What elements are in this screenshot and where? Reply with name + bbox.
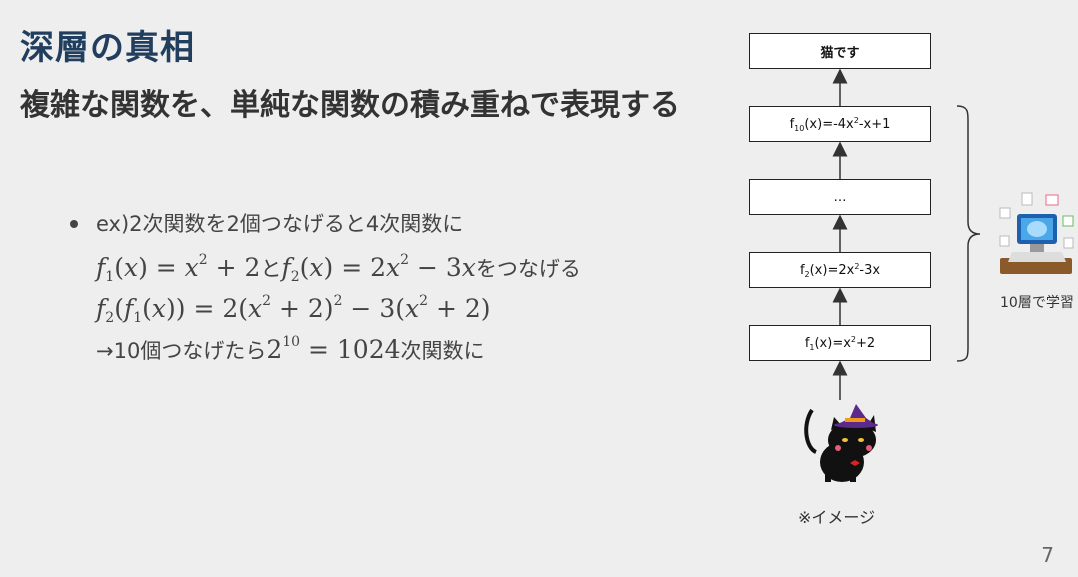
math-line3-suffix: 次関数に bbox=[400, 339, 485, 363]
slide-title: 深層の真相 bbox=[20, 28, 195, 68]
layer-box-f1: f1(x)=x2+2 bbox=[749, 325, 931, 361]
layer-box-f10: f10(x)=-4x2-x+1 bbox=[749, 106, 931, 142]
math-line-3: →10個つなげたら210 = 1024次関数に bbox=[70, 322, 710, 364]
brace-caption: 10層で学習 bbox=[1000, 295, 1074, 311]
equation-f1: f1(x) = x2 + 2 bbox=[96, 252, 261, 285]
math-connector: と bbox=[260, 257, 282, 281]
math-tail: をつなげる bbox=[475, 257, 581, 281]
equation-f2: f2(x) = 2x2 − 3x bbox=[281, 252, 476, 285]
witch-cat-illustration bbox=[804, 404, 878, 482]
equation-power: 210 = 1024 bbox=[266, 334, 401, 364]
f1-label: f1(x)=x2+2 bbox=[804, 334, 876, 352]
f2-label: f2(x)=2x2-3x bbox=[799, 261, 881, 279]
bullet-dot bbox=[70, 220, 78, 228]
equation-composition: f2(f1(x)) = 2(x2 + 2)2 − 3(x2 + 2) bbox=[96, 293, 491, 326]
ellipsis-box: … bbox=[749, 179, 931, 215]
bullet-list: ex)2次関数を2個つなげると4次関数に f1(x) = x2 + 2とf2(x… bbox=[70, 208, 710, 364]
layer-brace bbox=[956, 105, 981, 362]
slide-subtitle: 複雑な関数を、単純な関数の積み重ねで表現する bbox=[20, 88, 680, 123]
bullet-item: ex)2次関数を2個つなげると4次関数に bbox=[70, 208, 710, 240]
ai-brain-computer-illustration bbox=[999, 192, 1074, 274]
bullet-intro: ex)2次関数を2個つなげると4次関数に bbox=[96, 212, 464, 236]
exponent: 10 bbox=[282, 334, 301, 350]
math-line3-prefix: →10個つなげたら bbox=[96, 339, 267, 363]
math-line-1: f1(x) = x2 + 2とf2(x) = 2x2 − 3xをつなげる bbox=[70, 240, 710, 285]
result-value: 1024 bbox=[336, 335, 401, 364]
input-caption: ※イメージ bbox=[798, 508, 876, 527]
page-number: 7 bbox=[1041, 543, 1054, 567]
layer-box-f2: f2(x)=2x2-3x bbox=[749, 252, 931, 288]
math-line-2: f2(f1(x)) = 2(x2 + 2)2 − 3(x2 + 2) bbox=[70, 281, 710, 326]
output-box: 猫です bbox=[749, 33, 931, 69]
f10-label: f10(x)=-4x2-x+1 bbox=[789, 115, 891, 133]
